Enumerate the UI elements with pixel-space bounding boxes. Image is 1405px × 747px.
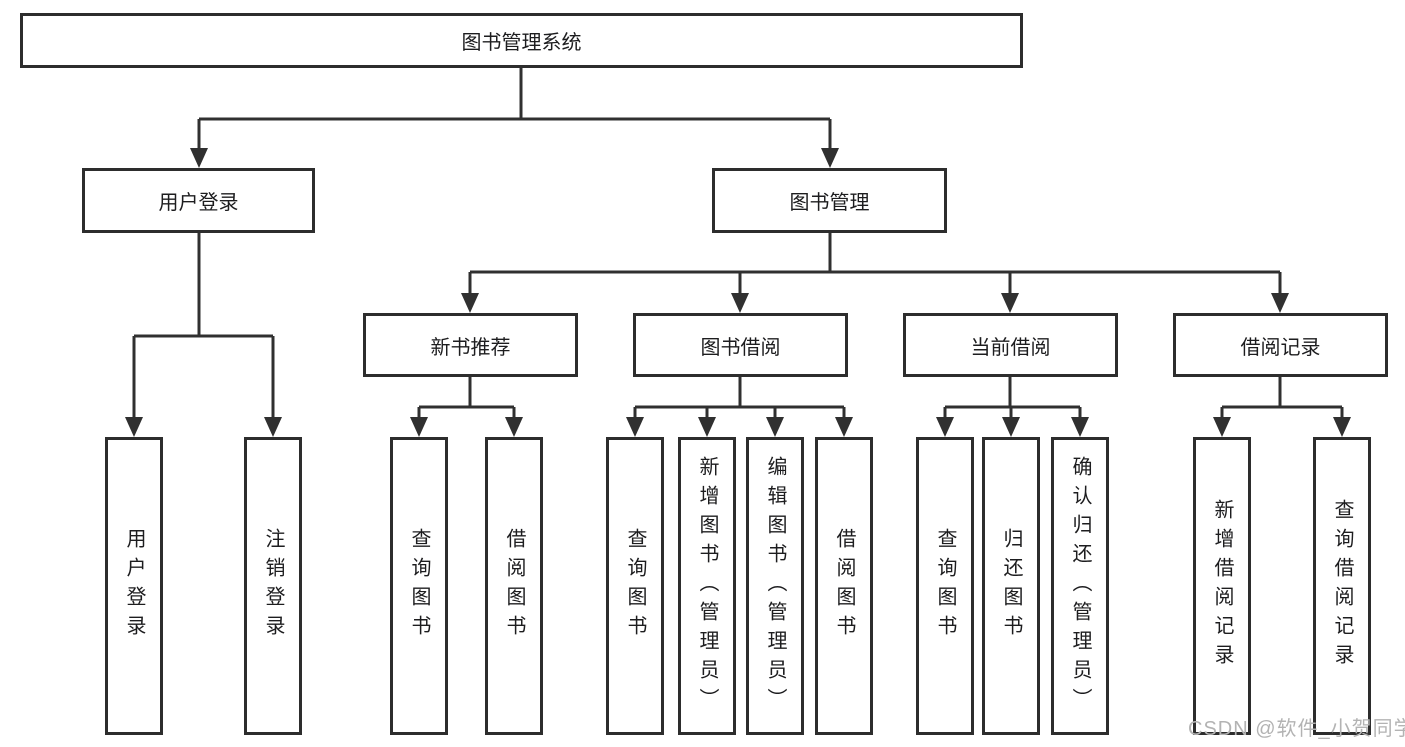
leaf-add-books-admin: 新增图书（管理员） [678, 437, 736, 735]
node-label: 借阅记录 [1240, 336, 1321, 359]
node-label: 用户登录 [158, 192, 239, 214]
node-label: 图书管理 [789, 192, 870, 214]
leaf-label: 查询图书 [624, 528, 646, 644]
node-label: 图书管理系统 [461, 32, 582, 54]
node-current-borrowing: 当前借阅 [903, 313, 1118, 377]
node-label: 当前借阅 [970, 336, 1051, 359]
leaf-label: 借阅图书 [833, 528, 855, 644]
leaf-add-borrow-record: 新增借阅记录 [1193, 437, 1251, 735]
leaf-label: 编辑图书（管理员） [764, 455, 786, 717]
node-borrowing-records: 借阅记录 [1173, 313, 1388, 377]
leaf-confirm-return-admin: 确认归还（管理员） [1051, 437, 1109, 735]
leaf-return-books: 归还图书 [982, 437, 1040, 735]
node-book-borrowing: 图书借阅 [633, 313, 848, 377]
connector-line-path [132, 68, 1344, 419]
leaf-borrow-books: 借阅图书 [815, 437, 873, 735]
leaf-query-books-borrow: 查询图书 [606, 437, 664, 735]
node-label: 新书推荐 [430, 336, 511, 359]
leaf-label: 用户登录 [123, 528, 145, 644]
leaf-logout: 注销登录 [244, 437, 302, 735]
node-new-book-recommendation: 新书推荐 [363, 313, 578, 377]
watermark: CSDN @软件_小贺同学 [1188, 718, 1405, 740]
node-book-management: 图书管理 [712, 168, 947, 233]
leaf-label: 借阅图书 [503, 528, 525, 644]
leaf-label: 查询图书 [934, 528, 956, 644]
leaf-label: 新增借阅记录 [1211, 499, 1233, 673]
leaf-query-books-current: 查询图书 [916, 437, 974, 735]
leaf-label: 查询借阅记录 [1331, 499, 1353, 673]
leaf-query-books-recommend: 查询图书 [390, 437, 448, 735]
leaf-label: 确认归还（管理员） [1069, 455, 1091, 717]
leaf-label: 新增图书（管理员） [696, 455, 718, 717]
leaf-label: 查询图书 [408, 528, 430, 644]
leaf-label: 归还图书 [1000, 528, 1022, 644]
node-library-management-system: 图书管理系统 [20, 13, 1023, 68]
node-label: 图书借阅 [700, 336, 781, 359]
leaf-label: 注销登录 [262, 528, 284, 644]
node-user-login: 用户登录 [82, 168, 315, 233]
leaf-user-login: 用户登录 [105, 437, 163, 735]
leaf-query-borrow-record: 查询借阅记录 [1313, 437, 1371, 735]
leaf-edit-books-admin: 编辑图书（管理员） [746, 437, 804, 735]
leaf-borrow-books-recommend: 借阅图书 [485, 437, 543, 735]
